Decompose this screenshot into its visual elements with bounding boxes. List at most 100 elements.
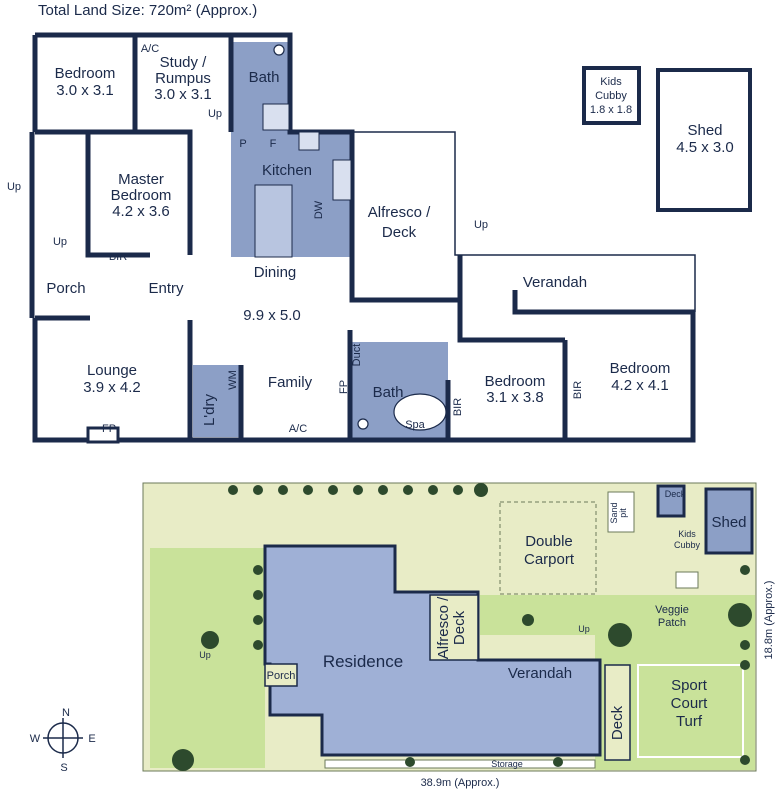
site-porch-label: Porch (267, 670, 296, 682)
kids-cubby-size: 1.8 x 1.8 (590, 104, 632, 116)
laundry-area (193, 365, 241, 437)
spa-icon (393, 393, 447, 431)
pantry-label: P (239, 138, 246, 150)
sand-pit-label1: Sand (609, 502, 619, 523)
carport-label2: Carport (524, 551, 575, 568)
kitchen-island (254, 184, 293, 258)
tree (728, 603, 752, 627)
wall-master-west (85, 132, 150, 258)
sport-label2: Court (671, 695, 709, 712)
compass-e: E (88, 733, 95, 745)
up-label-4: Up (474, 219, 488, 231)
compass-s: S (60, 762, 67, 774)
tree (428, 485, 438, 495)
alfresco-name2: Deck (382, 224, 417, 241)
wall-north (35, 32, 355, 260)
master-name1: Master (118, 171, 164, 188)
alfresco-name1: Alfresco / (368, 204, 431, 221)
up-label-1: Up (208, 108, 222, 120)
tree (405, 757, 415, 767)
compass-n: N (62, 707, 70, 719)
storage-strip (324, 759, 596, 769)
veggie-label1: Veggie (655, 604, 689, 616)
tree (172, 749, 194, 771)
depth-dimension: 18.8m (Approx.) (763, 581, 775, 660)
tree (740, 640, 750, 650)
fireplace-icon (86, 426, 120, 444)
compass-rose: N S E W (30, 707, 96, 774)
ac2-label: A/C (289, 423, 307, 435)
duct-label: Duct (351, 344, 363, 367)
spa-label: Spa (405, 419, 425, 431)
bedroom2-name: Bedroom (485, 373, 546, 390)
tree (403, 485, 413, 495)
lounge-size: 3.9 x 4.2 (83, 379, 141, 396)
front-lawn (150, 548, 265, 768)
master-size: 4.2 x 3.6 (112, 203, 170, 220)
floor-plan: Bedroom 3.0 x 3.1 Study / Rumpus 3.0 x 3… (7, 32, 752, 444)
kitchen-name: Kitchen (262, 162, 312, 179)
kids-cubby-name2: Cubby (595, 90, 627, 102)
sand-pit (607, 491, 635, 533)
up-label-2: Up (7, 181, 21, 193)
site-deck-label: Deck (609, 705, 626, 740)
veggie-patch-box (675, 571, 699, 589)
bedroom1-name: Bedroom (55, 65, 116, 82)
residence-label: Residence (323, 652, 403, 671)
wall-alfresco-open (352, 131, 696, 312)
sand-pit-label2: pit (618, 508, 628, 518)
shed-name: Shed (687, 122, 722, 139)
study-name2: Rumpus (155, 70, 211, 87)
tree (553, 757, 563, 767)
entry-name: Entry (148, 280, 184, 297)
cooktop-icon (298, 131, 320, 151)
shed-size: 4.5 x 3.0 (676, 139, 734, 156)
living-size: 9.9 x 5.0 (243, 307, 301, 324)
wall-lounge (32, 318, 190, 443)
side-lawn (480, 595, 595, 635)
site-up-label-1: Up (199, 650, 211, 660)
land-size-title: Total Land Size: 720m² (Approx.) (38, 2, 258, 19)
bedroom2-size: 3.1 x 3.8 (486, 389, 544, 406)
sport-court (637, 664, 744, 758)
bir-label-3: BIR (572, 381, 584, 399)
sport-label3: Turf (676, 713, 703, 730)
width-dimension: 38.9m (Approx.) (421, 777, 500, 789)
veggie-label2: Patch (658, 617, 686, 629)
tree (378, 485, 388, 495)
fridge-label: F (270, 138, 277, 150)
bir-label-2: BIR (452, 398, 464, 416)
site-deck-small: Deck (665, 489, 686, 499)
bath2-name: Bath (373, 384, 404, 401)
tree (253, 565, 263, 575)
lounge-name: Lounge (87, 362, 137, 379)
toilet-icon (273, 44, 285, 56)
shower-icon (262, 103, 290, 131)
site-plan: Residence Double Carport Alfresco / Deck… (142, 482, 775, 789)
wall-master (88, 129, 193, 255)
site-kids-cubby (656, 484, 686, 518)
carport-outline (499, 501, 597, 595)
carport-label1: Double (525, 533, 573, 550)
sport-label1: Sport (671, 677, 708, 694)
laundry-name: L'dry (201, 393, 218, 426)
bedroom3-size: 4.2 x 4.1 (611, 377, 669, 394)
verandah-name: Verandah (523, 274, 587, 291)
tree (740, 660, 750, 670)
site-porch (264, 663, 298, 687)
bath1-name: Bath (249, 69, 280, 86)
tree (608, 623, 632, 647)
site-cubby-label1: Kids (678, 529, 696, 539)
fp-label-1: FP (102, 423, 116, 435)
study-name1: Study / (160, 54, 208, 71)
tree (253, 615, 263, 625)
bedroom1-size: 3.0 x 3.1 (56, 82, 114, 99)
wall-south-east (450, 290, 696, 443)
site-shed-label: Shed (711, 514, 746, 531)
site-verandah-label: Verandah (508, 665, 572, 682)
tree (453, 485, 463, 495)
up-label-3: Up (53, 236, 67, 248)
bedroom3-name: Bedroom (610, 360, 671, 377)
tree (278, 485, 288, 495)
